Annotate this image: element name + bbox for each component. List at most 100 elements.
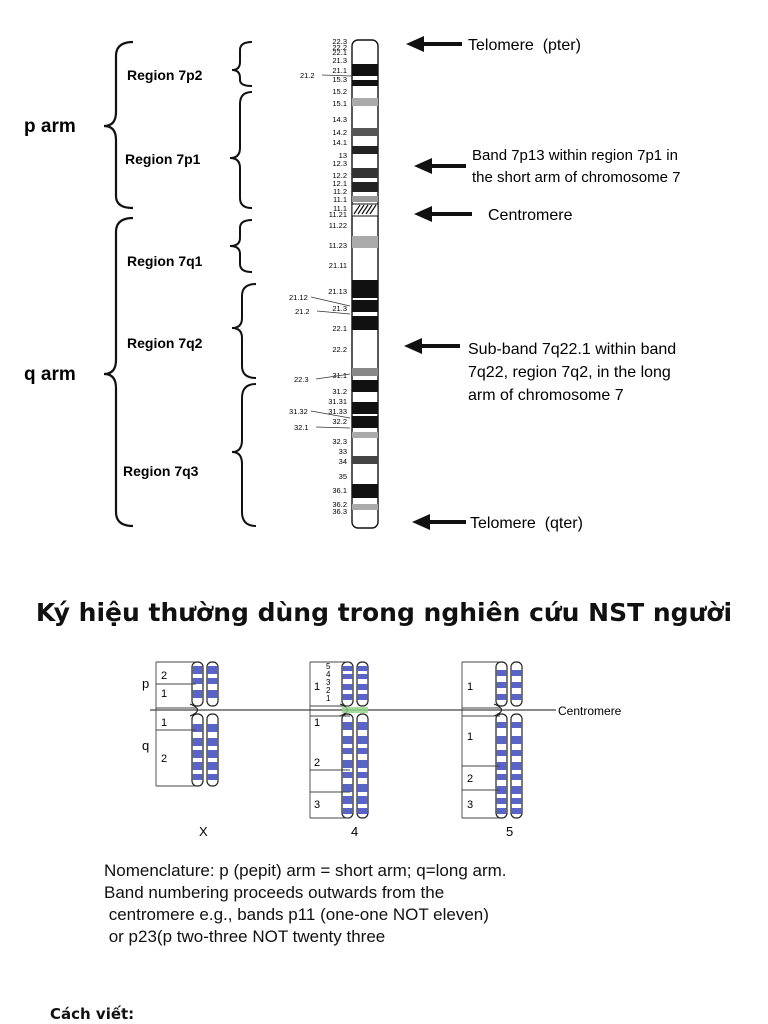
stained-band (342, 784, 353, 792)
band-label-left: 31.32 (289, 407, 308, 416)
band-number: 2 (161, 753, 167, 765)
stained-band (342, 666, 353, 671)
subband-7q22-arrow (404, 338, 460, 354)
band-label: 11.1 (333, 204, 347, 213)
band-label: 21.13 (328, 287, 347, 296)
region-7q2-brace (231, 283, 257, 379)
region-7q1-brace (229, 219, 253, 273)
band-label: 35 (339, 472, 347, 481)
band-label-left: 21.2 (300, 71, 315, 80)
stained-band (342, 722, 353, 730)
band-label: 11.2 (333, 187, 347, 196)
stained-band (342, 736, 353, 744)
stained-band (342, 760, 353, 768)
band-label: 32.2 (332, 417, 347, 426)
band-leader-line (321, 74, 353, 77)
band-label: 15.1 (332, 99, 347, 108)
band-7p13-arrow (414, 158, 466, 174)
stained-band (357, 796, 368, 804)
region-7q3-brace (231, 383, 257, 527)
band-label-left: 21.2 (295, 307, 310, 316)
band-number: 3 (467, 799, 473, 811)
stained-band (207, 678, 218, 684)
band-label: 14.1 (332, 138, 347, 147)
centromere-pinch (189, 703, 199, 717)
stained-band (192, 738, 203, 746)
region-7q1-label: Region 7q1 (127, 253, 203, 269)
stained-band (357, 784, 368, 792)
band-label: 11.23 (329, 241, 347, 250)
chromosome-5-name: 5 (506, 824, 513, 839)
band-label: 21.3 (332, 304, 347, 313)
stained-band (511, 786, 522, 794)
stained-band (496, 682, 507, 688)
centromere-highlight (342, 707, 368, 713)
telomere-q-label: Telomere (qter) (470, 515, 583, 532)
band-label: 36.3 (332, 507, 347, 516)
band-leader-line (310, 296, 351, 307)
band-number: 2 (326, 686, 331, 695)
band-label: 31.31 (328, 397, 347, 406)
band-label: 21.3 (332, 56, 347, 65)
stained-band (357, 736, 368, 744)
chromosome-7-ideogram: p arm q arm Region 7p2 Region 7p1 Region… (24, 36, 680, 532)
band-label: 33 (339, 447, 347, 456)
telomere-p-arrow (406, 36, 462, 52)
band-number: 1 (467, 681, 473, 693)
stained-band (357, 694, 368, 700)
band-number: 1 (314, 717, 320, 729)
stained-band (342, 684, 353, 690)
band-label-left: 21.12 (289, 293, 308, 302)
nomenclature-text: Nomenclature: p (pepit) arm = short arm;… (104, 860, 644, 948)
stained-band (496, 808, 507, 814)
footer-label: Cách viết: (50, 1005, 135, 1023)
region-7q3-label: Region 7q3 (123, 463, 199, 479)
stained-band (511, 736, 522, 744)
band-labels-right: 22.322.222.121.321.115.315.215.114.314.2… (328, 37, 347, 516)
stained-band (511, 722, 522, 728)
band-number: 5 (326, 662, 331, 671)
stained-band (192, 690, 203, 698)
stained-band (357, 808, 368, 814)
band-label: 14.2 (332, 128, 347, 137)
p-arm-brace (103, 40, 134, 210)
stained-band (496, 798, 507, 804)
stained-band (496, 670, 507, 676)
stained-band (192, 774, 203, 780)
region-7p1-label: Region 7p1 (125, 151, 201, 167)
stained-band (511, 670, 522, 676)
band-leader-line (316, 310, 351, 315)
band-7p13-label-line2: the short arm of chromosome 7 (472, 169, 680, 186)
stained-band (496, 750, 507, 756)
q-arm-brace (103, 216, 134, 528)
subband-7q22-label-line3: arm of chromosome 7 (468, 387, 624, 404)
chromosome-x-name: X (199, 824, 208, 839)
section-title: Ký hiệu thường dùng trong nghiên cứu NST… (35, 598, 733, 627)
band-label: 22.1 (332, 324, 347, 333)
band-label: 36.2 (332, 500, 347, 509)
stained-band (207, 762, 218, 770)
stained-band (496, 786, 507, 794)
stained-band (207, 690, 218, 698)
stained-band (357, 722, 368, 730)
band-7p13-label-line1: Band 7p13 within region 7p1 in (472, 147, 678, 164)
band-label: 12.2 (332, 171, 347, 180)
stained-band (496, 722, 507, 728)
subband-7q22-label-line2: 7q22, region 7q2, in the long (468, 364, 671, 381)
band-number: 3 (314, 799, 320, 811)
band-label: 21.11 (329, 261, 347, 270)
band-leader-line (315, 426, 351, 429)
stained-band (342, 772, 353, 778)
centromere-label-bottom: Centromere (558, 704, 622, 718)
band-number: 1 (467, 731, 473, 743)
band-label-left: 22.3 (294, 375, 309, 384)
band-number: 1 (314, 681, 320, 693)
arm-letter-p: p (142, 676, 149, 691)
stained-band (511, 750, 522, 756)
telomere-q-arrow (412, 514, 466, 530)
stained-band (192, 678, 203, 684)
stained-band (511, 774, 522, 780)
stained-band (511, 808, 522, 814)
stained-band (207, 774, 218, 780)
